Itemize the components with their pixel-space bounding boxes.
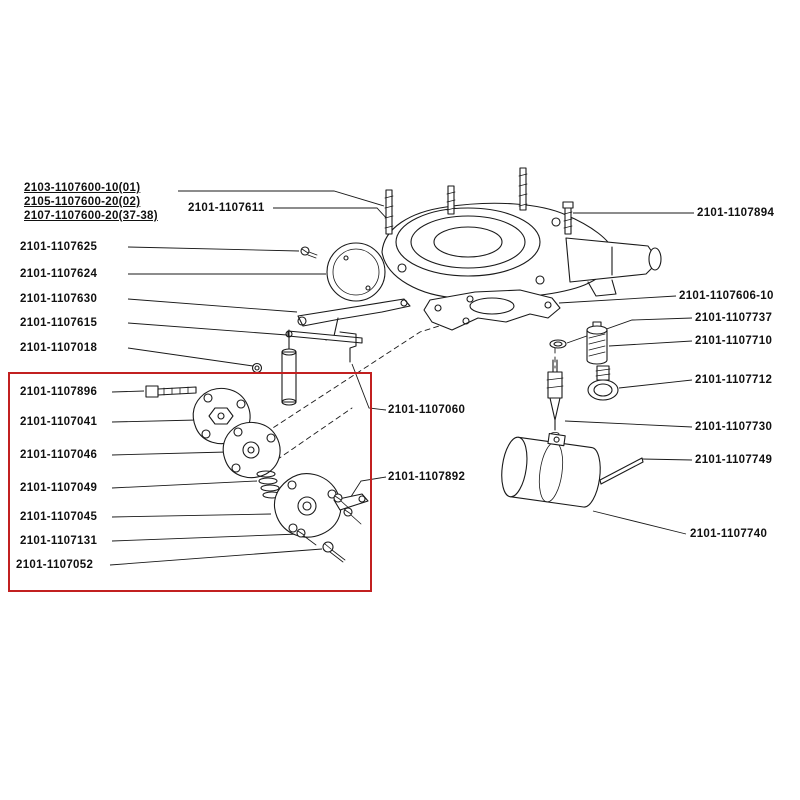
part-label-2101-1107712: 2101-1107712 bbox=[695, 374, 773, 386]
variant-label-2103-1107600: 2103-1107600-10(01) bbox=[24, 182, 141, 194]
gasket-1107606 bbox=[423, 289, 561, 331]
part-label-2101-1107740: 2101-1107740 bbox=[690, 528, 768, 540]
fuel-filter-element-1107710 bbox=[586, 321, 608, 365]
variant-label-2105-1107600: 2105-1107600-20(02) bbox=[24, 196, 141, 208]
part-label-2101-1107892: 2101-1107892 bbox=[388, 471, 466, 483]
leader-lines bbox=[109, 190, 694, 566]
part-label-2101-1107046: 2101-1107046 bbox=[20, 449, 98, 461]
needle-valve-1107730 bbox=[546, 359, 564, 444]
part-label-2101-1107060: 2101-1107060 bbox=[388, 404, 466, 416]
part-label-2101-1107052: 2101-1107052 bbox=[16, 559, 94, 571]
part-label-2101-1107018: 2101-1107018 bbox=[20, 342, 98, 354]
part-label-2101-1107131: 2101-1107131 bbox=[20, 535, 98, 547]
part-label-2101-1107737: 2101-1107737 bbox=[695, 312, 773, 324]
screw-1107052 bbox=[322, 541, 346, 563]
stud-bolts-1107611 bbox=[384, 167, 528, 235]
part-label-2101-1107045: 2101-1107045 bbox=[20, 511, 98, 523]
screw-1107131 bbox=[296, 528, 317, 546]
float-pin-1107749 bbox=[599, 457, 644, 485]
part-label-2101-1107896: 2101-1107896 bbox=[20, 386, 98, 398]
screw-1107625 bbox=[300, 246, 318, 259]
pump-plunger-1107060 bbox=[281, 329, 357, 406]
part-label-2101-1107606-10: 2101-1107606-10 bbox=[679, 290, 774, 302]
part-label-2101-1107730: 2101-1107730 bbox=[695, 421, 773, 433]
part-label-2101-1107611: 2101-1107611 bbox=[188, 202, 265, 214]
variant-label-2107-1107600: 2107-1107600-20(37-38) bbox=[24, 210, 158, 222]
pump-body-1107046 bbox=[222, 421, 281, 479]
part-label-2101-1107624: 2101-1107624 bbox=[20, 268, 98, 280]
part-label-2101-1107710: 2101-1107710 bbox=[695, 335, 773, 347]
screw-1107896 bbox=[145, 385, 197, 398]
carburetor-upper-body bbox=[381, 202, 662, 300]
part-label-2101-1107049: 2101-1107049 bbox=[20, 482, 98, 494]
washer-1107737 bbox=[549, 339, 567, 349]
part-label-2101-1107615: 2101-1107615 bbox=[20, 317, 98, 329]
washer-1107018 bbox=[251, 362, 263, 374]
pump-cover-screws-1107892 bbox=[333, 493, 362, 525]
pump-cover-1107045 bbox=[273, 473, 369, 538]
float-1107740 bbox=[501, 432, 601, 508]
part-label-2101-1107894: 2101-1107894 bbox=[697, 207, 775, 219]
part-label-2101-1107041: 2101-1107041 bbox=[20, 416, 98, 428]
screw-1107894 bbox=[562, 201, 574, 235]
part-label-2101-1107625: 2101-1107625 bbox=[20, 241, 98, 253]
part-label-2101-1107630: 2101-1107630 bbox=[20, 293, 98, 305]
filter-plug-1107712 bbox=[587, 365, 619, 401]
choke-diaphragm-cover-1107624 bbox=[326, 242, 386, 302]
part-label-2101-1107749: 2101-1107749 bbox=[695, 454, 773, 466]
